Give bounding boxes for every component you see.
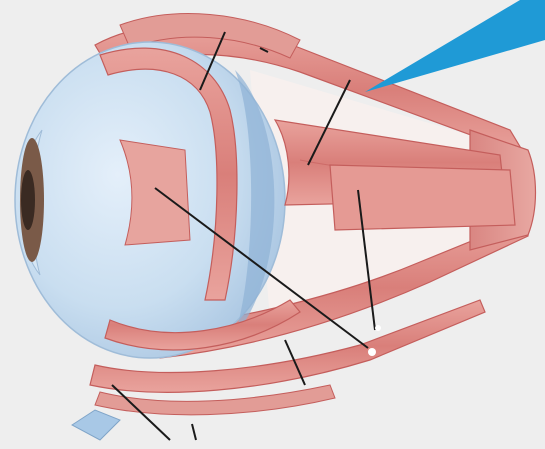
inferior-rectus-muscle — [330, 165, 515, 230]
label-marker-1 — [368, 348, 376, 356]
label-marker-2 — [375, 325, 381, 331]
pupil — [21, 170, 35, 230]
